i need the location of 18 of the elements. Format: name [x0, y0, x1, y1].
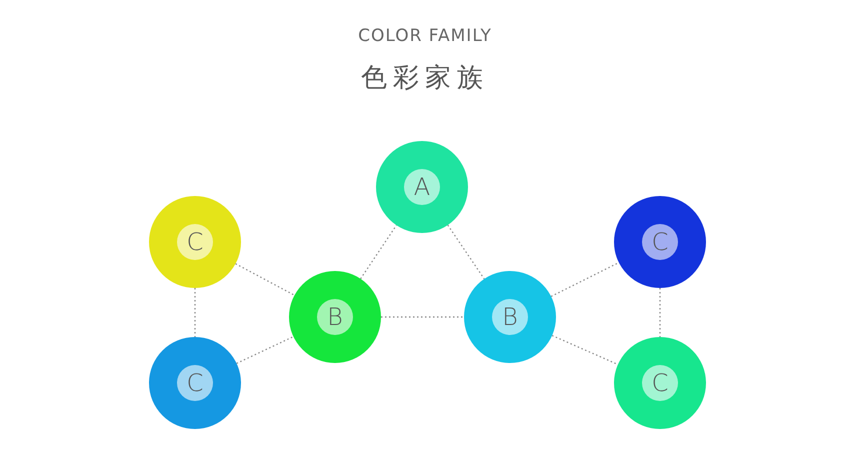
title: COLOR FAMILY: [357, 26, 493, 46]
letter-circle: B: [317, 299, 353, 335]
connector-line: [447, 224, 485, 280]
connector-line: [236, 336, 294, 364]
letter-circle: C: [177, 224, 213, 260]
connector-line: [381, 316, 464, 318]
subtitle: 色彩家族: [360, 62, 490, 95]
letter-circle: C: [642, 365, 678, 401]
letter-circle: C: [177, 365, 213, 401]
connector-line: [550, 262, 620, 297]
connector-line: [552, 334, 618, 366]
letter-circle: C: [642, 224, 678, 260]
connector-line: [659, 288, 661, 337]
connector-line: [360, 224, 397, 280]
letter-circle: B: [492, 299, 528, 335]
connector-line: [235, 263, 295, 296]
letter-circle: A: [404, 169, 440, 205]
connector-line: [194, 288, 196, 337]
